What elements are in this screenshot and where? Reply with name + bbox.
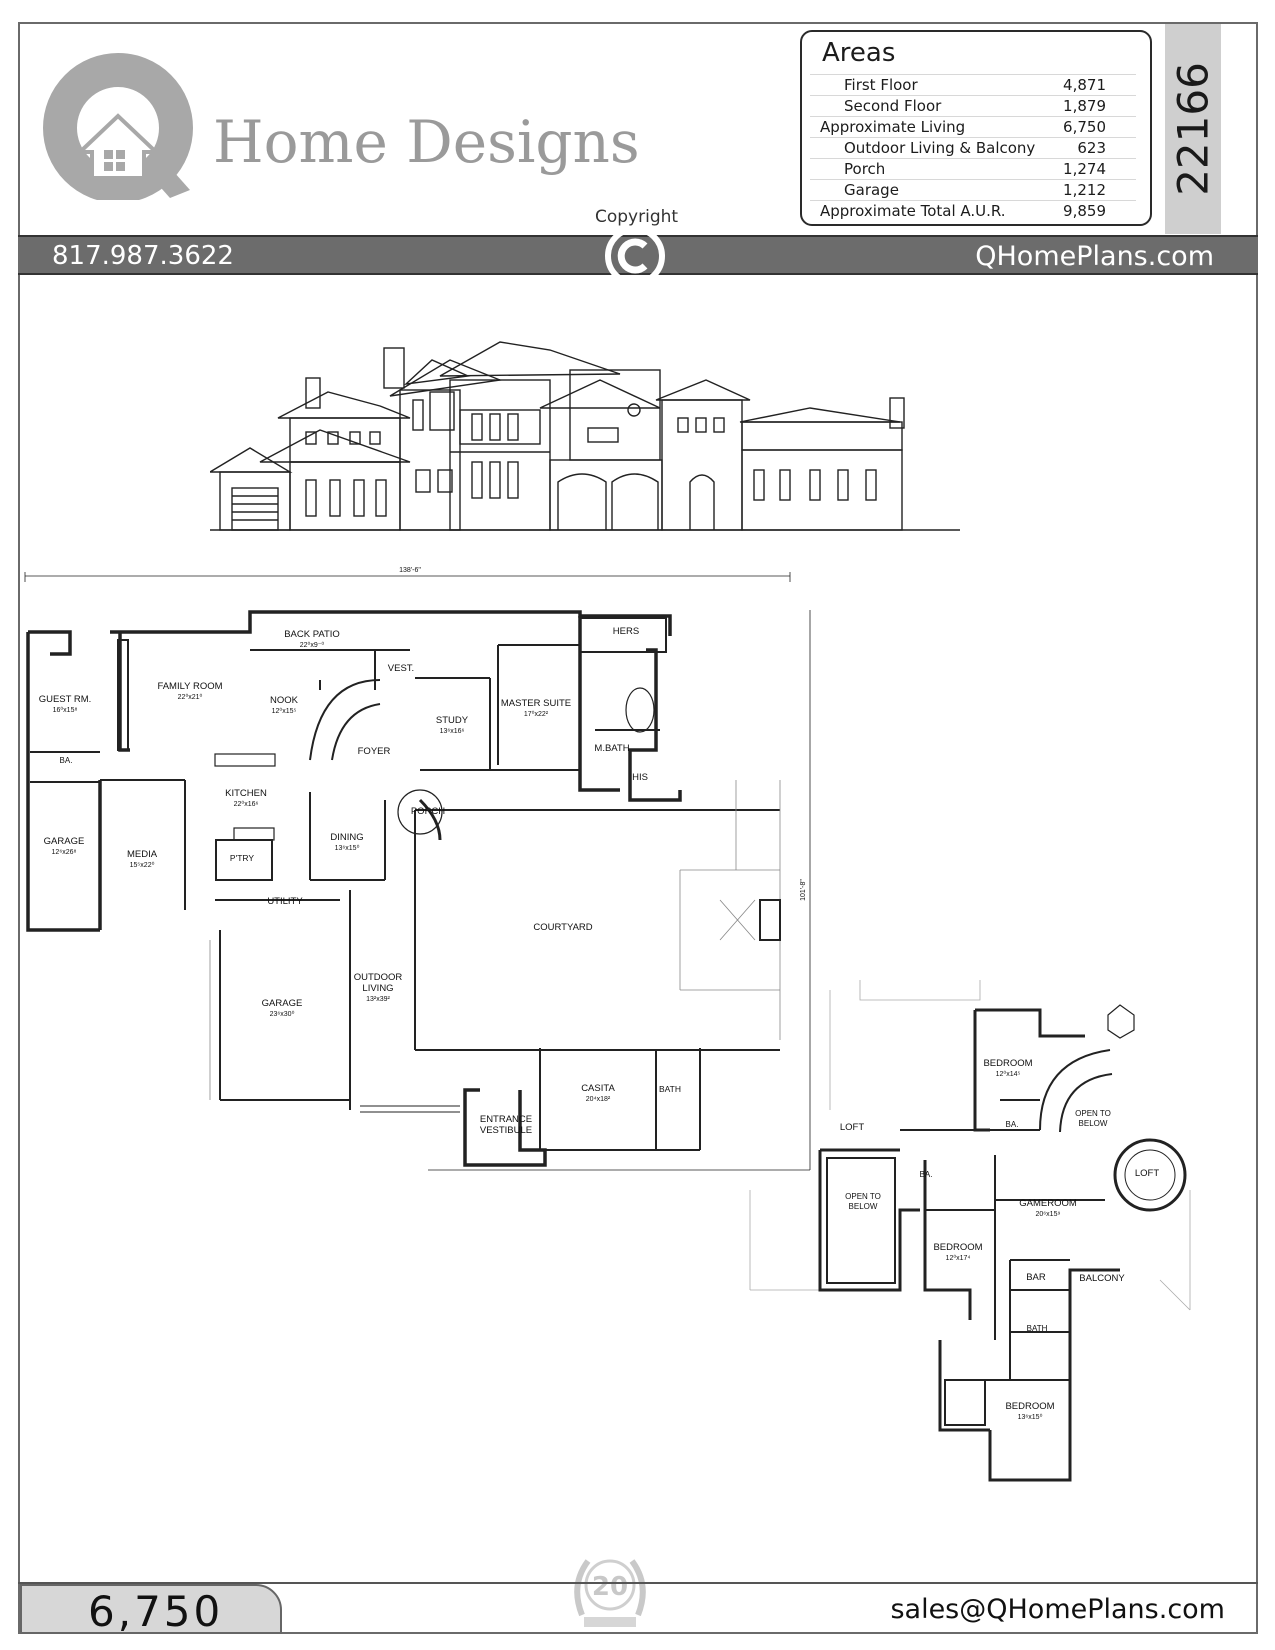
room-ptry: P'TRY <box>230 853 254 863</box>
room-vest: VEST. <box>388 663 414 674</box>
room-media-dim: 15⁵x22⁰ <box>130 861 155 869</box>
room-porch: PORCH <box>411 806 445 817</box>
room-media: MEDIA <box>127 849 158 860</box>
room-outdoor-living-2: LIVING <box>362 983 393 994</box>
contact-band: 817.987.3622 QHomePlans.com <box>18 235 1258 275</box>
room-entrance: ENTRANCE <box>480 1114 532 1125</box>
room-casita: CASITA <box>581 1083 615 1094</box>
room-ba: BA. <box>60 756 73 765</box>
room-casita-dim: 20⁴x18² <box>586 1096 611 1103</box>
open-to-below-2: OPEN TO <box>845 1192 881 1201</box>
room-garage-main-dim: 23⁶x30⁰ <box>270 1010 295 1018</box>
room-kitchen: KITCHEN <box>225 788 267 799</box>
room-bedroom-3-dim: 13⁶x15⁰ <box>1018 1413 1043 1421</box>
footer-line <box>18 1582 1258 1584</box>
copyright-icon <box>605 230 665 286</box>
room-his: HIS <box>632 772 648 783</box>
room-bedroom-2: BEDROOM <box>933 1242 982 1253</box>
room-study: STUDY <box>436 715 469 726</box>
room-back-patio: BACK PATIO <box>284 629 340 640</box>
phone-number[interactable]: 817.987.3622 <box>52 241 234 271</box>
room-hers: HERS <box>613 626 639 637</box>
room-bedroom-1: BEDROOM <box>983 1058 1032 1069</box>
room-bedroom-1-dim: 12⁰x14⁵ <box>996 1070 1021 1078</box>
room-study-dim: 13⁶x16⁶ <box>440 728 465 735</box>
anniversary-badge-icon: 20 <box>574 1559 646 1627</box>
room-guest-dim: 16⁰x15⁸ <box>53 706 78 714</box>
room-entrance-2: VESTIBULE <box>480 1125 532 1136</box>
room-balcony: BALCONY <box>1079 1273 1125 1284</box>
room-bath: BATH <box>659 1084 681 1094</box>
room-dining: DINING <box>330 832 363 843</box>
open-to-below-1-b: BELOW <box>1079 1119 1108 1128</box>
room-foyer: FOYER <box>358 746 391 757</box>
page-frame <box>18 22 1258 1634</box>
website-link[interactable]: QHomePlans.com <box>975 241 1214 272</box>
room-courtyard: COURTYARD <box>533 922 592 933</box>
q-house-logo-icon <box>43 53 193 200</box>
overall-width-dimension: 138'-6" <box>399 567 421 574</box>
brand-name: Home Designs <box>213 108 640 176</box>
second-floor-plan: BEDROOM 12⁰x14⁵ OPEN TO BELOW LOFT BA. L… <box>749 980 1191 1482</box>
room-bedroom-3: BEDROOM <box>1005 1401 1054 1412</box>
areas-row: Approximate Total A.U.R.9,859 <box>810 200 1136 222</box>
room-guest: GUEST RM. <box>39 694 92 705</box>
room-gameroom: GAMEROOM <box>1019 1198 1077 1209</box>
overall-depth-dimension: 101'-8" <box>800 879 807 901</box>
room-nook-dim: 12⁰x15⁵ <box>272 707 297 715</box>
room-garage-left: GARAGE <box>44 836 85 847</box>
front-elevation-drawing <box>210 341 960 531</box>
room-master-suite: MASTER SUITE <box>501 698 571 709</box>
open-to-below-1: OPEN TO <box>1075 1109 1111 1118</box>
room-loft-1: LOFT <box>840 1122 864 1133</box>
room-outdoor-living: OUTDOOR <box>354 972 403 983</box>
email-link[interactable]: sales@QHomePlans.com <box>890 1594 1225 1625</box>
room-loft-2: LOFT <box>1135 1168 1159 1179</box>
first-floor-plan: 138'-6" 101'-8" BACK PATIO 22⁰x9⁻⁰ FAMIL… <box>24 567 811 1171</box>
room-bath-2: BATH <box>1027 1324 1048 1333</box>
room-nook: NOOK <box>270 695 299 706</box>
room-family-room-dim: 22⁰x21⁰ <box>178 693 203 701</box>
room-outdoor-living-dim: 13²x39² <box>366 996 390 1003</box>
badge-number: 20 <box>592 1572 628 1602</box>
room-master-suite-dim: 17⁰x22² <box>524 710 549 718</box>
room-m-bath: M.BATH <box>594 743 629 754</box>
room-family-room: FAMILY ROOM <box>157 681 222 692</box>
room-utility: UTILITY <box>267 896 303 907</box>
room-back-patio-dim: 22⁰x9⁻⁰ <box>300 641 325 649</box>
copyright-label: Copyright <box>595 207 679 227</box>
room-garage-left-dim: 12⁶x26⁸ <box>52 849 77 856</box>
sqft-value: 6,750 <box>88 1587 224 1636</box>
sqft-tab: 6,750 <box>20 1584 282 1636</box>
areas-title: Areas <box>822 38 896 68</box>
room-bedroom-2-dim: 12⁰x17⁴ <box>946 1254 971 1262</box>
plan-number: 22166 <box>1168 62 1218 196</box>
open-to-below-2-b: BELOW <box>849 1202 878 1211</box>
room-ba-1: BA. <box>1006 1120 1019 1129</box>
room-bar: BAR <box>1026 1272 1046 1283</box>
room-garage-main: GARAGE <box>262 998 303 1009</box>
plan-number-tab: 22166 <box>1165 24 1221 234</box>
room-kitchen-dim: 22⁰x16⁶ <box>234 800 259 808</box>
room-gameroom-dim: 20⁶x15⁹ <box>1036 1211 1061 1218</box>
room-dining-dim: 13⁶x15⁰ <box>335 844 360 852</box>
room-ba-2: BA. <box>920 1170 933 1179</box>
